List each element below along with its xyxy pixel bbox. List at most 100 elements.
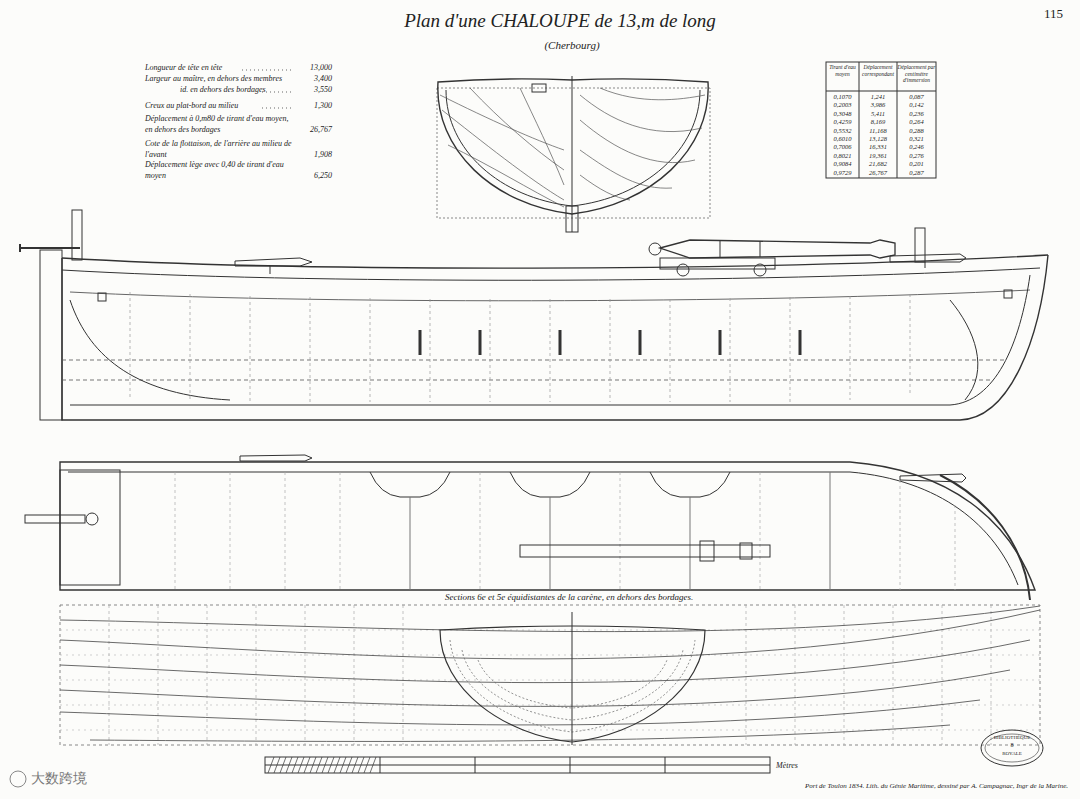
subtitle: (Cherbourg) [544, 38, 599, 53]
diagonal-curves [440, 88, 564, 207]
section-note: Sections 6e et 5e équidistantes de la ca… [445, 591, 693, 603]
scale-bar [265, 757, 770, 773]
watermark: 大数跨境 [31, 770, 87, 787]
table-cell: 0,3048 [826, 110, 859, 118]
keel [566, 206, 578, 232]
fitting [532, 84, 546, 92]
table-cell: 0,264 [897, 118, 936, 126]
table-rules [826, 62, 936, 178]
table-cell: 19,361 [859, 152, 897, 160]
tiller [25, 515, 85, 523]
cannon [660, 240, 895, 258]
table-cell: 0,9084 [826, 160, 859, 168]
sheer-line [62, 255, 1048, 268]
bow-knee [950, 300, 978, 400]
profile-view [20, 210, 1048, 420]
scale-frame [265, 757, 770, 773]
transom-view [437, 76, 710, 232]
rudder [40, 250, 62, 420]
stamp-text: BIBLIOTHÈQUE [994, 735, 1031, 741]
lines-plan [60, 605, 1040, 745]
stern-post [72, 210, 82, 260]
cannon-rings [720, 240, 760, 258]
bow-post [915, 228, 925, 262]
spec-text: Déplacement lège avec 0,40 de tirant d'e… [145, 159, 295, 181]
table-cell: 0,9729 [826, 169, 859, 177]
spec-text: Creux au plat-bord au milieu [145, 100, 238, 111]
slide-fitting [700, 541, 714, 561]
table-cell: 0,2003 [826, 101, 859, 109]
table-cell: 11,168 [859, 127, 897, 135]
library-stamp [985, 734, 1039, 762]
hull-outline [62, 255, 1048, 420]
table-cell: 0,201 [897, 160, 936, 168]
center-line [572, 612, 573, 745]
table-cell: 0,087 [897, 93, 936, 101]
table-cell: 0,1070 [826, 93, 859, 101]
swivel-gun [900, 474, 966, 482]
imprint: Port de Toulon 1834. Lith. du Génie Mari… [805, 782, 1068, 791]
carriage-wheel [677, 264, 689, 276]
swivel-gun [235, 258, 312, 274]
table-cell: 0,287 [897, 169, 936, 177]
scale-unit: Mètres [776, 760, 798, 771]
plate-number: 115 [1044, 5, 1063, 23]
spec-text: Cote de la flottaison, de l'arrière au m… [145, 138, 295, 160]
thwarts [410, 472, 830, 590]
table-cell: 1,241 [859, 93, 897, 101]
line-work [10, 62, 1048, 787]
table-cell: 0,288 [897, 127, 936, 135]
spec-value: 13,000 [310, 62, 332, 73]
spec-value: 1,908 [314, 149, 332, 160]
slide-fitting [740, 543, 752, 559]
spec-value: 3,400 [314, 73, 332, 84]
table-cell: 5,411 [859, 110, 897, 118]
gunwale [62, 268, 1040, 280]
watermark-icon [10, 771, 26, 787]
spec-text: Longueur de tête en tête [145, 62, 222, 73]
keel-rabbet [70, 275, 1030, 405]
spec-value: 6,250 [314, 170, 332, 181]
table-cell: 13,128 [859, 135, 897, 143]
spec-text: Largeur au maître, en dehors des membres [145, 73, 320, 84]
table-cell: 0,7006 [826, 143, 859, 151]
library-stamp [981, 730, 1043, 766]
table-cell: 0,5532 [826, 127, 859, 135]
thwart-posts [420, 330, 800, 355]
stern-knee [70, 300, 230, 400]
table-header: Déplacement correspondant [859, 64, 897, 77]
stamp-text: ROYALE [1002, 751, 1022, 757]
swivel-gun [890, 254, 966, 268]
table-cell: 0,246 [897, 143, 936, 151]
spec-text: Déplacement à 0,m80 de tirant d'eau moye… [145, 113, 295, 135]
waterlines [60, 630, 1040, 730]
table-header: Tirant d'eau moyen [826, 64, 859, 77]
table-cell: 0,4259 [826, 118, 859, 126]
stamp-text: 8 [1011, 742, 1014, 749]
cascabel [649, 243, 661, 255]
table-cell: 0,142 [897, 101, 936, 109]
table-cell: 0,6010 [826, 135, 859, 143]
table-frame [826, 62, 936, 178]
transom-outline [438, 79, 708, 214]
table-border [826, 62, 936, 178]
waterlines [62, 360, 1005, 380]
spec-value: 3,550 [314, 84, 332, 95]
stations [109, 605, 991, 745]
plan-view [25, 455, 1035, 600]
swivel-gun [240, 455, 312, 461]
spec-text: id. en dehors des bordages [180, 84, 266, 95]
scale-ticks [265, 757, 770, 773]
table-cell: 21,682 [859, 160, 897, 168]
spec-value: 26,767 [310, 124, 332, 135]
inner-line [68, 472, 1018, 585]
frame-stations [175, 472, 955, 590]
frame-curves [580, 88, 705, 200]
spec-value: 1,300 [314, 100, 332, 111]
table-cell: 0,236 [897, 110, 936, 118]
table-cell: 0,8021 [826, 152, 859, 160]
dotted-frame [437, 88, 710, 218]
table-cell: 0,321 [897, 135, 936, 143]
table-cell: 26,767 [859, 169, 897, 177]
plate-title: Plan d'une CHALOUPE de 13,m de long [404, 9, 716, 33]
